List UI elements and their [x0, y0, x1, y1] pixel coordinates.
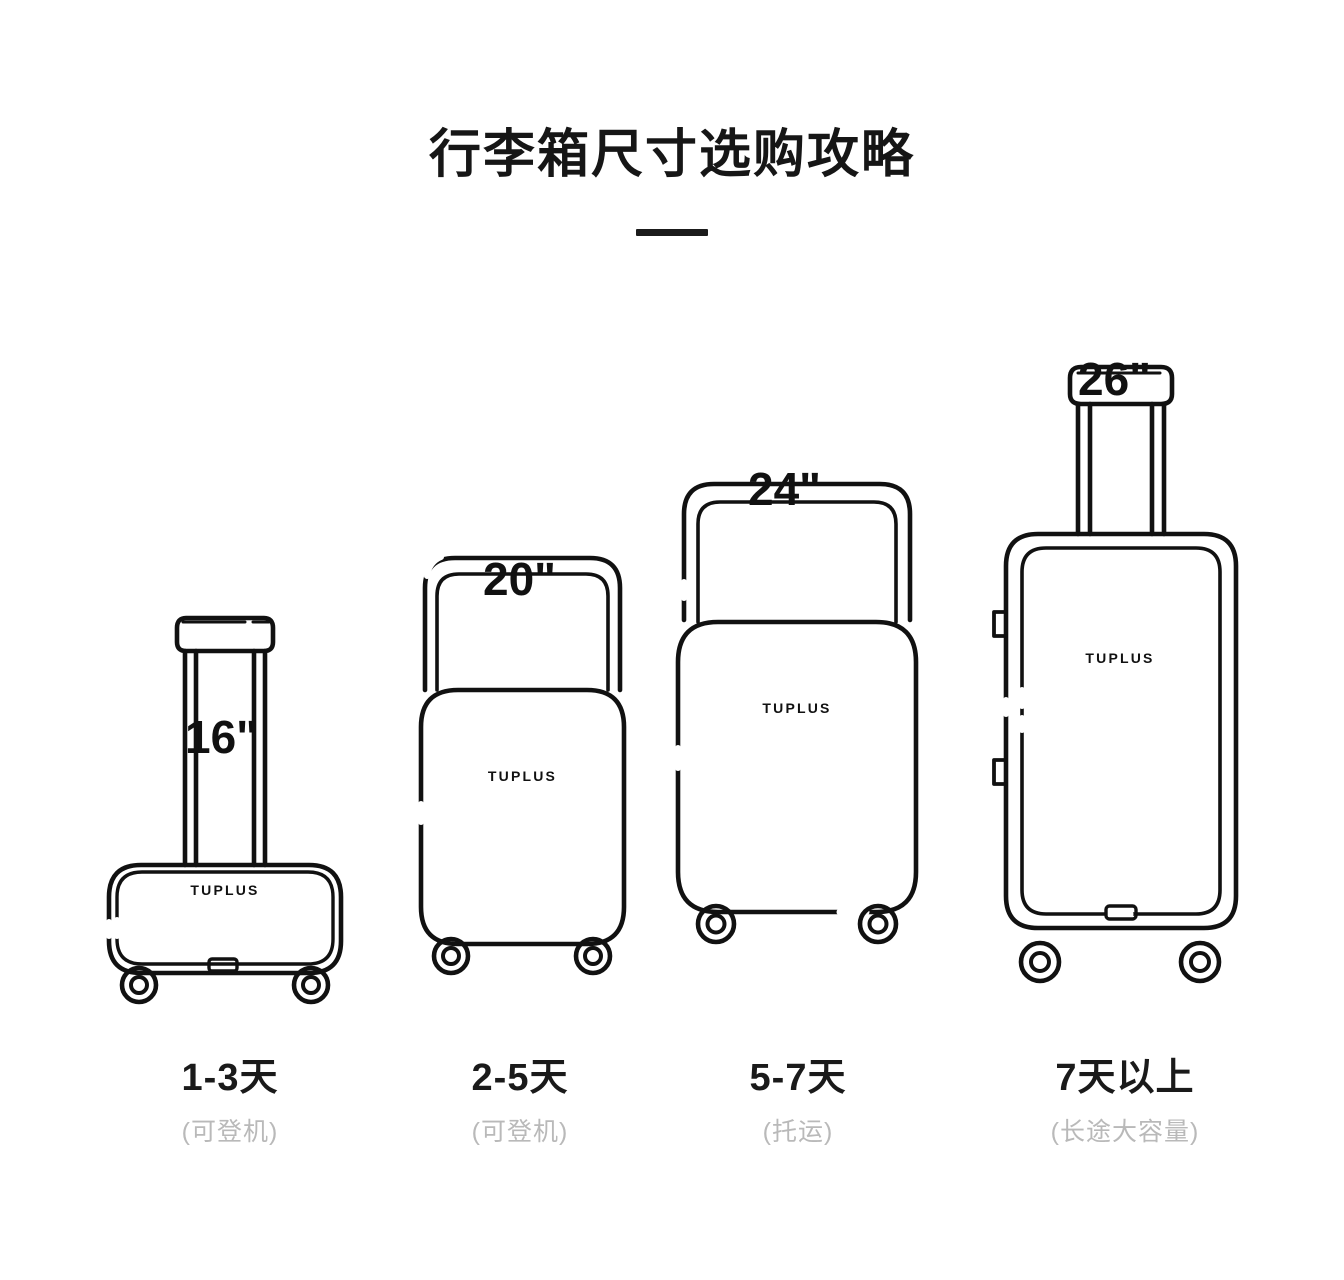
- caption-16: 1-3天 (可登机): [80, 1055, 380, 1147]
- caption-26: 7天以上 (长途大容量): [975, 1055, 1275, 1147]
- caption-note-24: (托运): [762, 1118, 834, 1146]
- handle-frame-outer: [681, 481, 913, 623]
- handle-grip: [174, 615, 276, 654]
- shell-outer: [418, 687, 627, 947]
- shell-outer: [106, 862, 344, 976]
- wheel-left: [431, 936, 471, 976]
- caption-note-26: (长途大容量): [1050, 1118, 1200, 1146]
- size-label-20: 20": [483, 553, 556, 605]
- caption-note-16: (可登机): [181, 1118, 279, 1146]
- handle-frame-outer: [422, 555, 623, 693]
- header: 行李箱尺寸选购攻略: [0, 0, 1344, 236]
- wheel-left: [1018, 940, 1062, 984]
- wheel-right: [291, 965, 331, 1005]
- side-latch-top: [992, 610, 1008, 638]
- caption-row: 1-3天 (可登机) 2-5天 (可登机) 5-7天 (托运) 7天以上 (长途…: [0, 1055, 1344, 1185]
- caption-24: 5-7天 (托运): [648, 1055, 948, 1147]
- size-label-26: 26": [1078, 353, 1151, 405]
- wheel-left: [119, 965, 159, 1005]
- size-label-24: 24": [748, 463, 821, 515]
- bottom-latch: [207, 957, 239, 973]
- suitcase-26-figure: TUPLUS: [992, 360, 1240, 990]
- suitcase-24-figure: TUPLUS: [672, 472, 922, 990]
- wheel-right: [1178, 940, 1222, 984]
- handle-frame-inner: [696, 500, 898, 624]
- brand-logo-26: TUPLUS: [1085, 650, 1155, 666]
- caption-days-26: 7天以上: [1055, 1057, 1195, 1099]
- caption-20: 2-5天 (可登机): [370, 1055, 670, 1147]
- side-latch-bottom: [992, 758, 1008, 786]
- wheel-right: [857, 903, 899, 945]
- suitcase-20-figure: TUPLUS: [415, 542, 630, 990]
- brand-logo-16: TUPLUS: [190, 882, 260, 898]
- handle-grip: [1067, 364, 1175, 407]
- caption-days-24: 5-7天: [749, 1057, 847, 1099]
- handle-frame-inner: [435, 572, 610, 692]
- shell-outer: [675, 619, 919, 915]
- title-divider: [636, 229, 708, 236]
- suitcase-16-figure: TUPLUS: [95, 590, 355, 1005]
- bottom-latch: [1104, 904, 1138, 921]
- caption-days-16: 1-3天: [181, 1057, 279, 1099]
- shell-outer: [1003, 531, 1239, 931]
- brand-logo-20: TUPLUS: [487, 768, 558, 784]
- wheel-right: [573, 936, 613, 976]
- wheel-left: [695, 903, 737, 945]
- page-title: 行李箱尺寸选购攻略: [428, 126, 915, 184]
- shell-inner: [115, 870, 335, 966]
- shell-inner: [1020, 546, 1222, 916]
- caption-days-20: 2-5天: [471, 1057, 569, 1099]
- brand-logo-24: TUPLUS: [762, 700, 832, 716]
- caption-note-20: (可登机): [471, 1118, 569, 1146]
